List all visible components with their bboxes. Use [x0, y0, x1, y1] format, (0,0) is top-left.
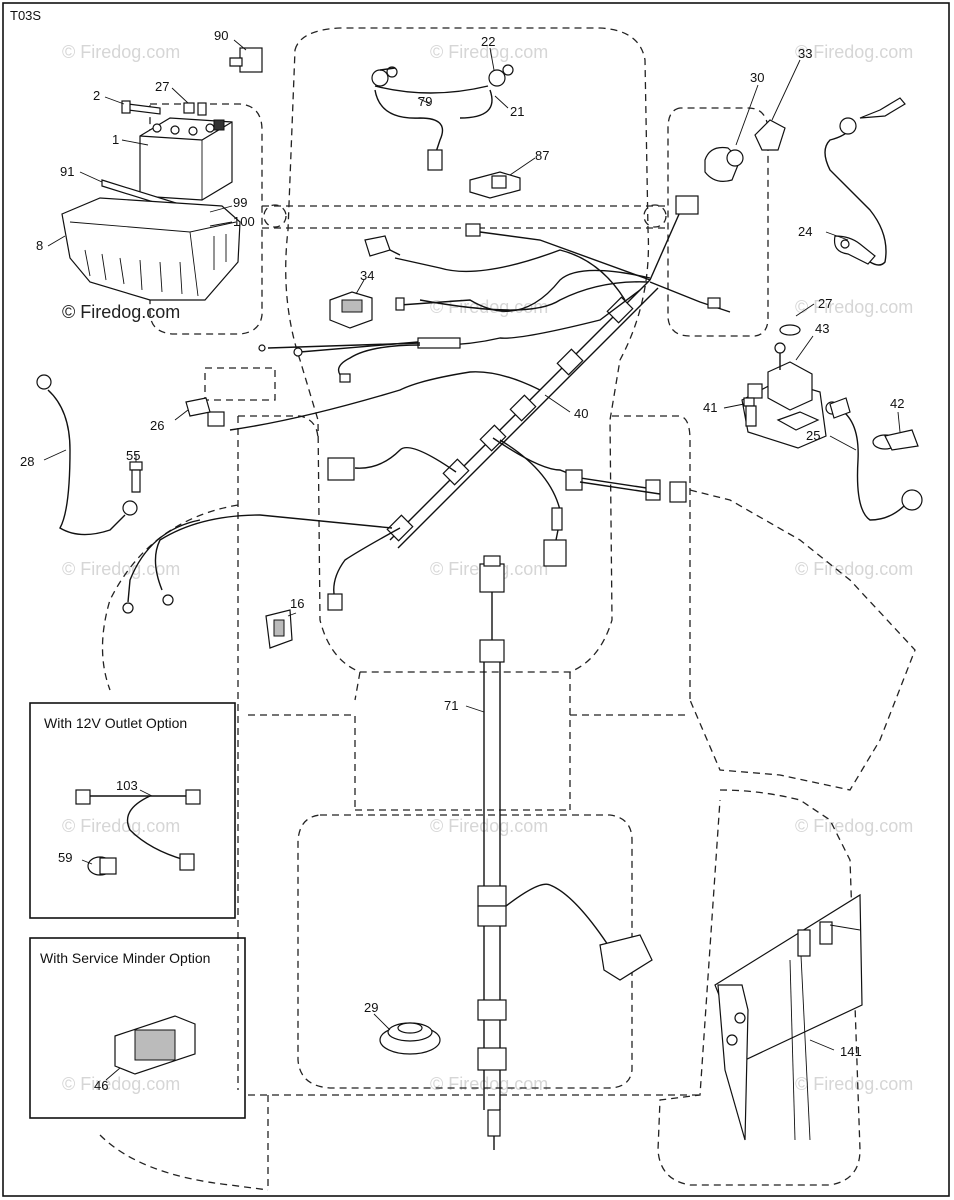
- diagram-id-label: T03S: [10, 8, 41, 23]
- headlight-harness: [371, 64, 514, 171]
- part-29-buzzer: [379, 1022, 441, 1055]
- callout-41: 41: [703, 400, 717, 415]
- callout-27a: 27: [155, 79, 169, 94]
- part-42-boot: [872, 429, 919, 451]
- callout-28: 28: [20, 454, 34, 469]
- part-71-harness: [477, 555, 653, 1150]
- callout-30: 30: [750, 70, 764, 85]
- callout-34: 34: [360, 268, 374, 283]
- watermark: © Firedog.com: [795, 559, 913, 579]
- watermark: © Firedog.com: [430, 1074, 548, 1094]
- callout-90: 90: [214, 28, 228, 43]
- service-minder-inset: With Service Minder Option: [29, 937, 246, 1119]
- callout-24: 24: [798, 224, 812, 239]
- callout-91: 91: [60, 164, 74, 179]
- part-16-fuse-holder: [265, 609, 293, 649]
- main-wire-harness: [122, 195, 731, 614]
- battery-assembly: [61, 100, 241, 301]
- callout-103: 103: [116, 778, 138, 793]
- callout-99: 99: [233, 195, 247, 210]
- callout-79: 79: [418, 94, 432, 109]
- callout-22: 22: [481, 34, 495, 49]
- callout-25: 25: [806, 428, 820, 443]
- callout-71: 71: [444, 698, 458, 713]
- callout-2: 2: [93, 88, 100, 103]
- part-87-relay: [469, 171, 521, 199]
- callout-46: 46: [94, 1078, 108, 1093]
- part-25-positive-cable: [829, 397, 923, 521]
- part-34-switch: [329, 291, 373, 329]
- watermark: © Firedog.com: [430, 42, 548, 62]
- callout-21: 21: [510, 104, 524, 119]
- part-55-bolt: [129, 461, 143, 493]
- watermark: © Firedog.com: [62, 816, 180, 836]
- part-141-seat-switch: [714, 893, 863, 1141]
- part-24-ground-cable: [824, 97, 906, 266]
- watermark: © Firedog.com: [62, 42, 180, 62]
- callout-87: 87: [535, 148, 549, 163]
- watermark: © Firedog.com: [795, 42, 913, 62]
- part-43-solenoid: [741, 324, 839, 449]
- watermark: © Firedog.com: [62, 559, 180, 579]
- part-90-plug: [229, 47, 263, 73]
- callout-8: 8: [36, 238, 43, 253]
- watermarks: © Firedog.com © Firedog.com © Firedog.co…: [62, 42, 913, 1094]
- callout-33: 33: [798, 46, 812, 61]
- callout-29: 29: [364, 1000, 378, 1015]
- outlet-option-title: With 12V Outlet Option: [44, 715, 187, 731]
- watermark: © Firedog.com: [795, 816, 913, 836]
- leader-lines: [43, 39, 901, 1081]
- service-minder-title: With Service Minder Option: [40, 950, 210, 966]
- callout-55: 55: [126, 448, 140, 463]
- callout-1: 1: [112, 132, 119, 147]
- callout-59: 59: [58, 850, 72, 865]
- watermark: © Firedog.com: [795, 1074, 913, 1094]
- watermark: © Firedog.com: [62, 1074, 180, 1094]
- outlet-option-inset: With 12V Outlet Option: [29, 702, 236, 919]
- callout-27b: 27: [818, 296, 832, 311]
- callout-16: 16: [290, 596, 304, 611]
- chassis-outline: [99, 27, 916, 1191]
- watermark: © Firedog.com: [795, 297, 913, 317]
- callout-26: 26: [150, 418, 164, 433]
- watermark-dark: © Firedog.com: [62, 302, 180, 322]
- watermark: © Firedog.com: [430, 297, 548, 317]
- callout-100: 100: [233, 214, 255, 229]
- callout-40: 40: [574, 406, 588, 421]
- ignition-switch: [704, 119, 786, 182]
- watermark: © Firedog.com: [430, 816, 548, 836]
- callout-43: 43: [815, 321, 829, 336]
- callout-141: 141: [840, 1044, 862, 1059]
- callouts: 90 22 33 30 2 27 79 21 1 87 91 99 100 8 …: [20, 28, 904, 1093]
- callout-42: 42: [890, 396, 904, 411]
- part-41-bolt: [743, 397, 757, 427]
- part-28-ground-cable: [36, 374, 138, 536]
